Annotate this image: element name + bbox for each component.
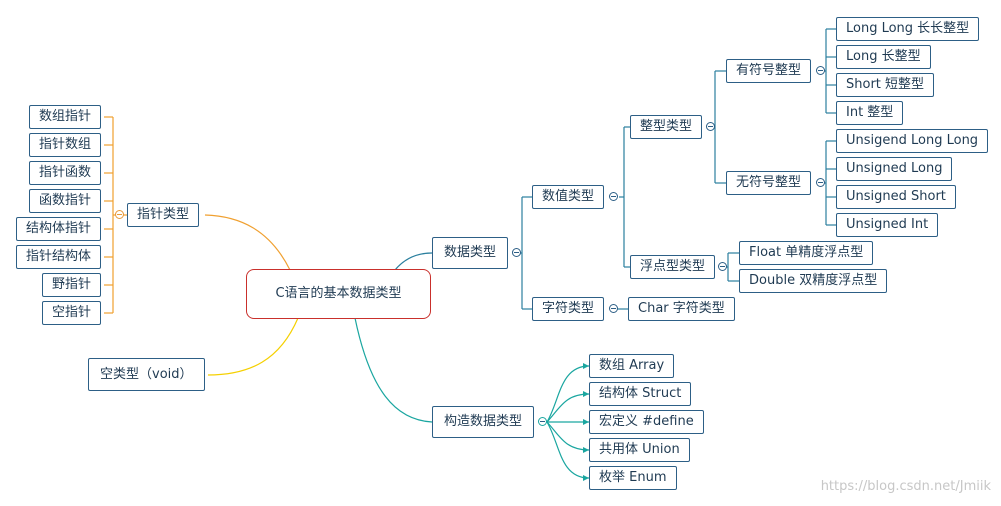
constructed-child-node[interactable]: 枚举 Enum bbox=[589, 466, 677, 490]
signed-child-node[interactable]: Int 整型 bbox=[836, 101, 904, 125]
unsigned-child-node[interactable]: Unsigned Short bbox=[836, 185, 956, 209]
collapse-icon[interactable] bbox=[609, 192, 618, 201]
collapse-icon[interactable] bbox=[816, 178, 825, 187]
float-child-node[interactable]: Double 双精度浮点型 bbox=[739, 269, 888, 293]
numeric-type-node[interactable]: 数值类型 bbox=[532, 185, 605, 209]
signed-integer-node[interactable]: 有符号整型 bbox=[726, 59, 812, 83]
unsigned-child-node[interactable]: Unsigned Long bbox=[836, 157, 953, 181]
pointer-child-node[interactable]: 空指针 bbox=[42, 301, 102, 325]
unsigned-child-node[interactable]: Unsigned Int bbox=[836, 213, 939, 237]
void-connector bbox=[207, 317, 299, 376]
constructed-connectors bbox=[354, 317, 590, 479]
pointer-type-node[interactable]: 指针类型 bbox=[127, 203, 200, 227]
collapse-icon[interactable] bbox=[538, 417, 547, 426]
collapse-icon[interactable] bbox=[512, 248, 521, 257]
integer-type-node[interactable]: 整型类型 bbox=[630, 115, 703, 139]
constructed-arrowheads bbox=[583, 363, 589, 481]
pointer-child-node[interactable]: 指针结构体 bbox=[16, 245, 102, 269]
unsigned-child-node[interactable]: Unsigend Long Long bbox=[836, 129, 989, 153]
constructed-child-node[interactable]: 结构体 Struct bbox=[589, 382, 692, 406]
constructed-child-node[interactable]: 共用体 Union bbox=[589, 438, 690, 462]
pointer-child-node[interactable]: 数组指针 bbox=[29, 105, 102, 129]
signed-child-node[interactable]: Short 短整型 bbox=[836, 73, 935, 97]
unsigned-integer-node[interactable]: 无符号整型 bbox=[726, 171, 812, 195]
pointer-child-node[interactable]: 指针函数 bbox=[29, 161, 102, 185]
data-type-node[interactable]: 数据类型 bbox=[432, 237, 509, 269]
signed-child-node[interactable]: Long Long 长长整型 bbox=[836, 17, 980, 41]
collapse-icon[interactable] bbox=[718, 262, 727, 271]
watermark: https://blog.csdn.net/Jmiik bbox=[820, 479, 991, 494]
collapse-icon[interactable] bbox=[609, 304, 618, 313]
pointer-child-node[interactable]: 指针数组 bbox=[29, 133, 102, 157]
collapse-icon[interactable] bbox=[816, 66, 825, 75]
char-child-node[interactable]: Char 字符类型 bbox=[628, 297, 735, 321]
void-type-node[interactable]: 空类型（void） bbox=[88, 358, 205, 391]
constructed-type-node[interactable]: 构造数据类型 bbox=[432, 406, 535, 438]
root-node[interactable]: C语言的基本数据类型 bbox=[246, 269, 431, 319]
data-type-connectors bbox=[394, 28, 836, 310]
char-type-node[interactable]: 字符类型 bbox=[532, 297, 605, 321]
constructed-child-node[interactable]: 数组 Array bbox=[589, 354, 675, 378]
pointer-connectors bbox=[104, 116, 291, 314]
constructed-child-node[interactable]: 宏定义 #define bbox=[589, 410, 704, 434]
pointer-child-node[interactable]: 函数指针 bbox=[29, 189, 102, 213]
float-type-node[interactable]: 浮点型类型 bbox=[630, 255, 716, 279]
signed-child-node[interactable]: Long 长整型 bbox=[836, 45, 931, 69]
pointer-child-node[interactable]: 野指针 bbox=[42, 273, 102, 297]
float-child-node[interactable]: Float 单精度浮点型 bbox=[739, 241, 874, 265]
pointer-child-node[interactable]: 结构体指针 bbox=[16, 217, 102, 241]
collapse-icon[interactable] bbox=[115, 210, 124, 219]
collapse-icon[interactable] bbox=[706, 122, 715, 131]
